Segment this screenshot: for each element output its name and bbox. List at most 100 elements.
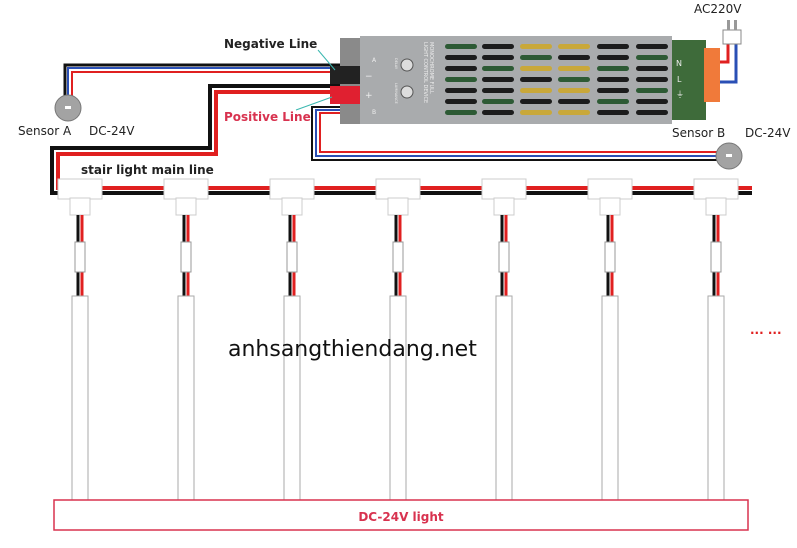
vent-slot [520,55,552,60]
vent-slot [520,66,552,71]
vent-slot [482,44,514,49]
vent-slot [520,44,552,49]
luminance-knob [400,85,414,99]
vent-slot [445,110,477,115]
positive-terminal [330,86,360,104]
vent-slot [482,110,514,115]
delay-label: DELAY [394,58,398,70]
t-connector [375,178,421,200]
branch-3 [269,178,315,501]
branch-5 [481,178,527,501]
luminance-label: LUMINANCE [394,83,398,104]
vent-slot [558,77,590,82]
vent-slot [445,66,477,71]
sensor-a [54,94,82,122]
delay-knob [400,58,414,72]
t-connector [587,178,633,200]
vent-slot [636,88,668,93]
vent-slot [636,55,668,60]
inline-connector [286,241,298,273]
controller-device: MONOCHROME FULL LIGHT CONTROL DEVICE DEL… [330,36,720,124]
t-connector-stem [387,197,409,216]
vent-slots [445,44,668,115]
ac-cable [718,44,738,84]
t-connector-stem [175,197,197,216]
light-strip [283,295,301,501]
t-connector-stem [281,197,303,216]
t-connector-stem [705,197,727,216]
light-strip [601,295,619,501]
light-strip [177,295,195,501]
sensor-a-label: Sensor A [18,124,72,138]
ac220v-label: AC220V [694,2,742,16]
negative-terminal [330,66,360,84]
terminal-l-label: L [677,75,682,84]
vent-slot [597,77,629,82]
terminal-ground-label: ⏚ [676,90,684,99]
sensor-a-cable [63,63,345,96]
t-connector [57,178,103,200]
inline-connector [74,241,86,273]
vent-slot [445,88,477,93]
branch-2 [163,178,209,501]
vent-slot [597,88,629,93]
vent-slot [558,66,590,71]
inline-connector [180,241,192,273]
t-connector-stem [599,197,621,216]
inline-connector [604,241,616,273]
port-b-label: B [372,109,376,116]
port-a-label: A [372,57,377,64]
dc24v-light-bar [53,499,749,531]
plus-label: + [365,91,373,101]
vent-slot [482,99,514,104]
inline-connector [710,241,722,273]
device-name-1: MONOCHROME FULL [428,42,434,94]
vent-slot [597,55,629,60]
vent-slot [558,55,590,60]
vent-slot [558,110,590,115]
vent-slot [445,44,477,49]
vent-slot [482,88,514,93]
vent-slot [636,66,668,71]
main-line-label: stair light main line [81,163,214,177]
vent-slot [597,99,629,104]
vent-slot [482,77,514,82]
ac-terminal-block [704,48,720,102]
t-connector [481,178,527,200]
device-name-2: LIGHT CONTROL DEVICE [422,42,428,103]
sensor-b-label: Sensor B [672,126,725,140]
branch-1 [57,178,103,501]
vent-slot [636,44,668,49]
minus-label: − [365,72,373,82]
vent-slot [520,88,552,93]
vent-slot [597,44,629,49]
vent-slot [558,88,590,93]
sensor-b-cable [311,106,718,161]
vent-slot [482,55,514,60]
vent-slot [636,77,668,82]
branch-7 [693,178,739,501]
sensor-b [715,142,743,170]
vent-slot [558,44,590,49]
t-connector [693,178,739,200]
ac-plug-icon [722,20,742,45]
vent-slot [636,99,668,104]
t-connector-stem [493,197,515,216]
vent-slot [445,77,477,82]
watermark: anhsangthiendang.net [228,337,477,362]
vent-slot [482,66,514,71]
continuation-dots: ... ... [750,323,782,337]
vent-slot [597,66,629,71]
inline-connector [392,241,404,273]
vent-slot [445,99,477,104]
light-strip [495,295,513,501]
negative-line-label: Negative Line [224,37,317,51]
positive-line-label: Positive Line [224,110,311,124]
sensor-a-voltage: DC-24V [89,124,135,138]
branch-6 [587,178,633,501]
inline-connector [498,241,510,273]
vent-slot [636,110,668,115]
light-strip [389,295,407,501]
